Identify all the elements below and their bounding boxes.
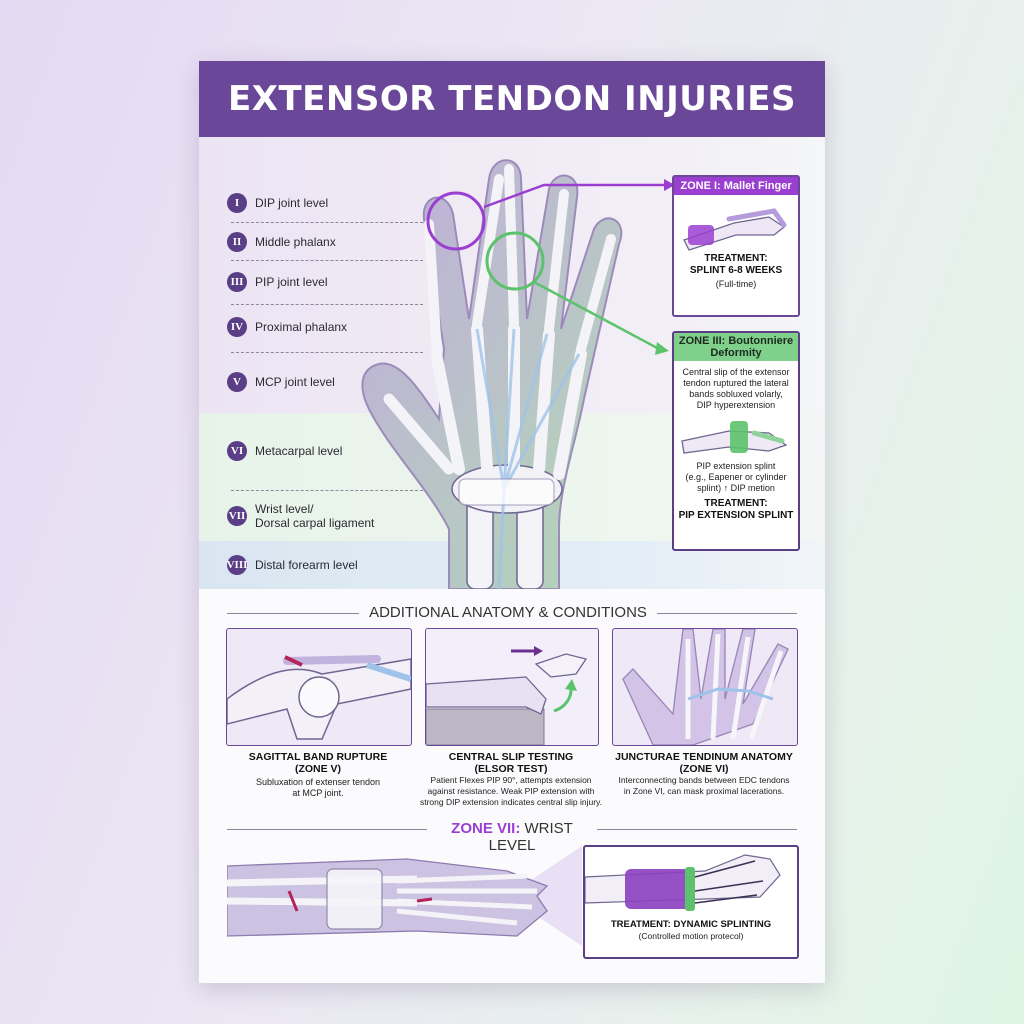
boutonniere-description: Central slip of the extensor tendon rupt… <box>674 367 798 411</box>
boutonniere-desc-line: tendon ruptured the lateral <box>683 378 789 388</box>
central-slip-panel <box>425 628 599 746</box>
zone7-title: ZONE VII: WRIST LEVEL <box>427 820 597 854</box>
sagittal-band-panel <box>226 628 412 746</box>
mallet-splint-illustration <box>683 208 787 251</box>
mallet-treatment-note: (Full-time) <box>715 279 757 289</box>
boutonniere-splint-note: PIP extension splint (e.g., Eapener or c… <box>674 461 798 494</box>
zone7-title-prefix: ZONE VII: <box>451 820 521 837</box>
mallet-treatment-value: SPLINT 6-8 WEEKS <box>689 265 783 276</box>
central-slip-description: Patient Flexes PIP 90°, attempts extensi… <box>403 775 619 808</box>
zone-row-2: II Middle phalanx <box>227 232 336 252</box>
mallet-finger-header: ZONE I: Mallet Finger <box>674 177 798 195</box>
zone-divider <box>231 222 423 223</box>
sagittal-band-title: SAGITTAL BAND RUPTURE (ZONE V) <box>226 751 410 775</box>
juncturae-text-line: Interconnecting bands between EDC tendon… <box>618 775 790 785</box>
juncturae-title: JUNCTURAE TENDINUM ANATOMY (ZONE VI) <box>612 751 796 775</box>
zone-label-6: Metacarpal level <box>255 444 343 458</box>
central-slip-title: CENTRAL SLIP TESTING (ELSOR TEST) <box>425 751 597 775</box>
zone-row-4: IV Proximal phalanx <box>227 317 347 337</box>
zone-row-8: VIII Distal forearm level <box>227 555 358 575</box>
juncturae-illustration <box>622 629 789 745</box>
splint-note-line: PIP extension splint <box>696 461 776 471</box>
boutonniere-header: ZONE III: Boutonniere Deformity <box>674 333 798 361</box>
zone7-rule-left <box>227 829 427 830</box>
zone-numeral-2: II <box>227 232 247 252</box>
zone-label-3: PIP joint level <box>255 275 328 289</box>
boutonniere-treatment-label: TREATMENT: <box>704 498 768 509</box>
juncturae-text-line: in Zone VI, can mask proximal laceration… <box>623 786 785 796</box>
zone-numeral-7: VII <box>227 506 247 526</box>
sagittal-band-title-line2: (ZONE V) <box>294 763 342 775</box>
central-slip-text-line: Patient Flexes PIP 90°, attempts extensi… <box>430 775 592 785</box>
dynamic-splint-note: (Controlled motion protecol) <box>638 931 744 941</box>
dynamic-splint-box: TREATMENT: DYNAMIC SPLINTING (Controlled… <box>583 845 799 959</box>
hand-skeleton-illustration <box>361 159 623 589</box>
sagittal-band-text-line: at MCP joint. <box>292 788 344 798</box>
mallet-finger-callout: ZONE I: Mallet Finger TREATMENT: SPLINT … <box>672 175 800 317</box>
boutonniere-desc-line: Central slip of the extensor <box>682 367 790 377</box>
boutonniere-header-line2: Deformity <box>710 347 762 359</box>
dynamic-splint-title: TREATMENT: DYNAMIC SPLINTING <box>610 919 772 930</box>
zone-divider <box>231 304 423 305</box>
zone-numeral-1: I <box>227 193 247 213</box>
central-slip-text-line: against resistance. Weak PIP extension w… <box>427 786 595 796</box>
zone-numeral-3: III <box>227 272 247 292</box>
zone-label-7: Wrist level/ <box>255 502 314 516</box>
juncturae-title-line1: JUNCTURAE TENDINUM ANATOMY <box>615 751 793 763</box>
juncturae-description: Interconnecting bands between EDC tendon… <box>604 775 804 797</box>
section-rule-right <box>657 613 797 614</box>
boutonniere-callout: ZONE III: Boutonniere Deformity Central … <box>672 331 800 551</box>
sagittal-band-description: Subluxation of extenser tendon at MCP jo… <box>226 777 410 799</box>
zone-numeral-6: VI <box>227 441 247 461</box>
zone-numeral-4: IV <box>227 317 247 337</box>
zone-row-1: I DIP joint level <box>227 193 328 213</box>
title-bar: EXTENSOR TENDON INJURIES <box>199 61 825 137</box>
zone-row-7: VII Wrist level/ Dorsal carpal ligament <box>227 502 374 530</box>
zone-divider <box>231 260 423 261</box>
zone-numeral-5: V <box>227 372 247 392</box>
zone-row-5: V MCP joint level <box>227 372 335 392</box>
zone-row-3: III PIP joint level <box>227 272 328 292</box>
mallet-treatment-label: TREATMENT: <box>704 253 768 264</box>
zone-divider <box>231 490 423 491</box>
additional-section-title: ADDITIONAL ANATOMY & CONDITIONS <box>369 604 647 621</box>
zone-label-4: Proximal phalanx <box>255 320 348 334</box>
poster: EXTENSOR TENDON INJURIES <box>199 61 825 983</box>
central-slip-text-line: strong DIP extension indicates central s… <box>419 797 603 807</box>
boutonniere-header-line1: ZONE III: Boutonniere <box>678 335 794 347</box>
zone-numeral-8: VIII <box>227 555 247 575</box>
sagittal-band-title-line1: SAGITTAL BAND RUPTURE <box>248 751 388 763</box>
central-slip-illustration <box>426 646 588 745</box>
zone-label-8: Distal forearm level <box>255 558 358 572</box>
sagittal-band-illustration <box>227 655 411 740</box>
central-slip-title-line1: CENTRAL SLIP TESTING <box>448 751 574 763</box>
juncturae-title-line2: (ZONE VI) <box>679 763 729 775</box>
juncturae-panel <box>612 628 798 746</box>
zone-row-6: VI Metacarpal level <box>227 441 342 461</box>
zone-label-7-line2: Dorsal carpal ligament <box>255 516 375 530</box>
dynamic-splint-illustration <box>585 854 781 911</box>
boutonniere-treatment-value: PIP EXTENSION SPLINT <box>678 510 794 521</box>
callout-connectors <box>426 179 675 355</box>
zone-label-2: Middle phalanx <box>255 235 336 249</box>
splint-note-line: splint) ↑ DIP metion <box>697 483 775 493</box>
zone-label-5: MCP joint level <box>255 375 335 389</box>
zone7-title-suffix: WRIST LEVEL <box>488 820 573 854</box>
central-slip-title-line2: (ELSOR TEST) <box>474 763 548 775</box>
zone7-rule-right <box>597 829 797 830</box>
zone-label-1: DIP joint level <box>255 196 329 210</box>
boutonniere-desc-line: bands sobluxed volarly, <box>689 389 783 399</box>
pip-splint-illustration <box>681 421 788 454</box>
sagittal-band-text-line: Subluxation of extenser tendon <box>255 777 381 787</box>
section-rule-left <box>227 613 359 614</box>
wrist-forearm-illustration <box>227 846 582 946</box>
page-title: EXTENSOR TENDON INJURIES <box>228 79 796 119</box>
splint-note-line: (e.g., Eapener or cylinder <box>685 472 787 482</box>
boutonniere-desc-line: DIP hyperextension <box>696 400 776 410</box>
zone-divider <box>231 352 423 353</box>
